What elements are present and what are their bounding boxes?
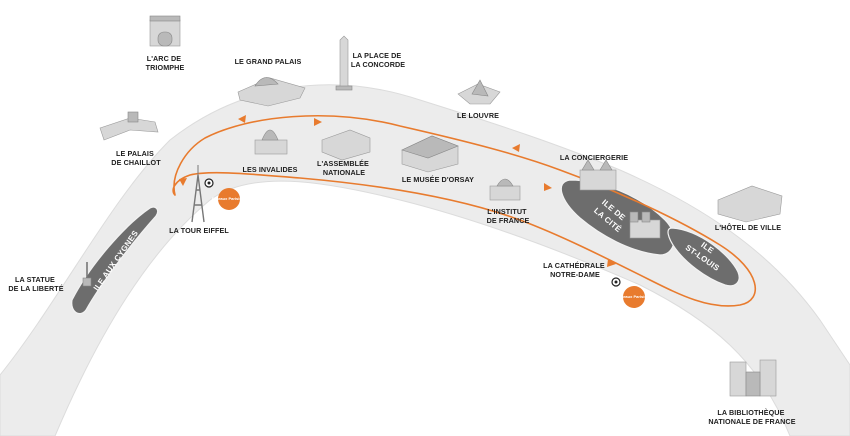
assemblee-icon [321, 129, 371, 161]
louvre-pyramid-icon [457, 79, 501, 105]
label-conciergerie: LA CONCIERGERIE [560, 153, 628, 162]
invalides-icon [254, 129, 288, 155]
institut-icon [489, 178, 521, 201]
notre-dame-icon [629, 211, 661, 239]
obelisk-icon [335, 35, 353, 91]
label-bibliotheque: LA BIBLIOTHÈQUE NATIONALE DE FRANCE [708, 408, 795, 426]
label-louvre: LE LOUVRE [457, 111, 499, 120]
route-arrow [512, 144, 520, 152]
palais-chaillot-icon [99, 111, 159, 141]
hotel-de-ville-icon [717, 185, 783, 223]
label-grand-palais: LE GRAND PALAIS [235, 57, 302, 66]
cruise-route [172, 115, 756, 307]
ile-saint-louis [667, 227, 740, 287]
label-musee-orsay: LE MUSÉE D'ORSAY [402, 175, 474, 184]
bateaux-parisiens-badge [218, 188, 240, 210]
stop-eiffel[interactable]: Bateaux Parisiens [204, 178, 247, 210]
label-notre-dame: LA CATHÉDRALE NOTRE-DAME [543, 261, 607, 279]
route-arrow [607, 259, 616, 267]
label-hotel-de-ville: L'HÔTEL DE VILLE [715, 223, 781, 232]
label-invalides: LES INVALIDES [242, 165, 297, 174]
stop-notre-dame-brand: Bateaux Parisiens [617, 294, 652, 299]
bibliotheque-icon [729, 359, 777, 397]
label-statue-liberte: LA STATUE DE LA LIBERTÉ [8, 275, 63, 293]
route-arrow [238, 115, 246, 123]
stop-eiffel-brand: Bateaux Parisiens [212, 196, 247, 201]
stop-notre-dame[interactable]: Bateaux Parisiens [611, 277, 652, 308]
label-palais-chaillot: LE PALAIS DE CHAILLOT [111, 149, 161, 167]
arc-de-triomphe-icon [149, 15, 181, 47]
label-institut: L'INSTITUT DE FRANCE [487, 207, 530, 225]
route-arrow [314, 118, 322, 126]
grand-palais-icon [237, 77, 306, 107]
label-assemblee: L'ASSEMBLÉE NATIONALE [317, 159, 371, 177]
route-arrow [544, 183, 552, 191]
statue-liberte-icon [82, 262, 92, 287]
label-arc-de-triomphe: L'ARC DE TRIOMPHE [146, 54, 185, 72]
label-place-concorde: LA PLACE DE LA CONCORDE [351, 51, 405, 69]
eiffel-tower-icon [191, 165, 205, 223]
route-arrow [179, 178, 187, 186]
bateaux-parisiens-badge [623, 286, 645, 308]
label-tour-eiffel: LA TOUR EIFFEL [169, 226, 229, 235]
musee-orsay-icon [401, 135, 459, 173]
conciergerie-icon [579, 159, 617, 191]
ile-aux-cygnes [71, 206, 159, 315]
